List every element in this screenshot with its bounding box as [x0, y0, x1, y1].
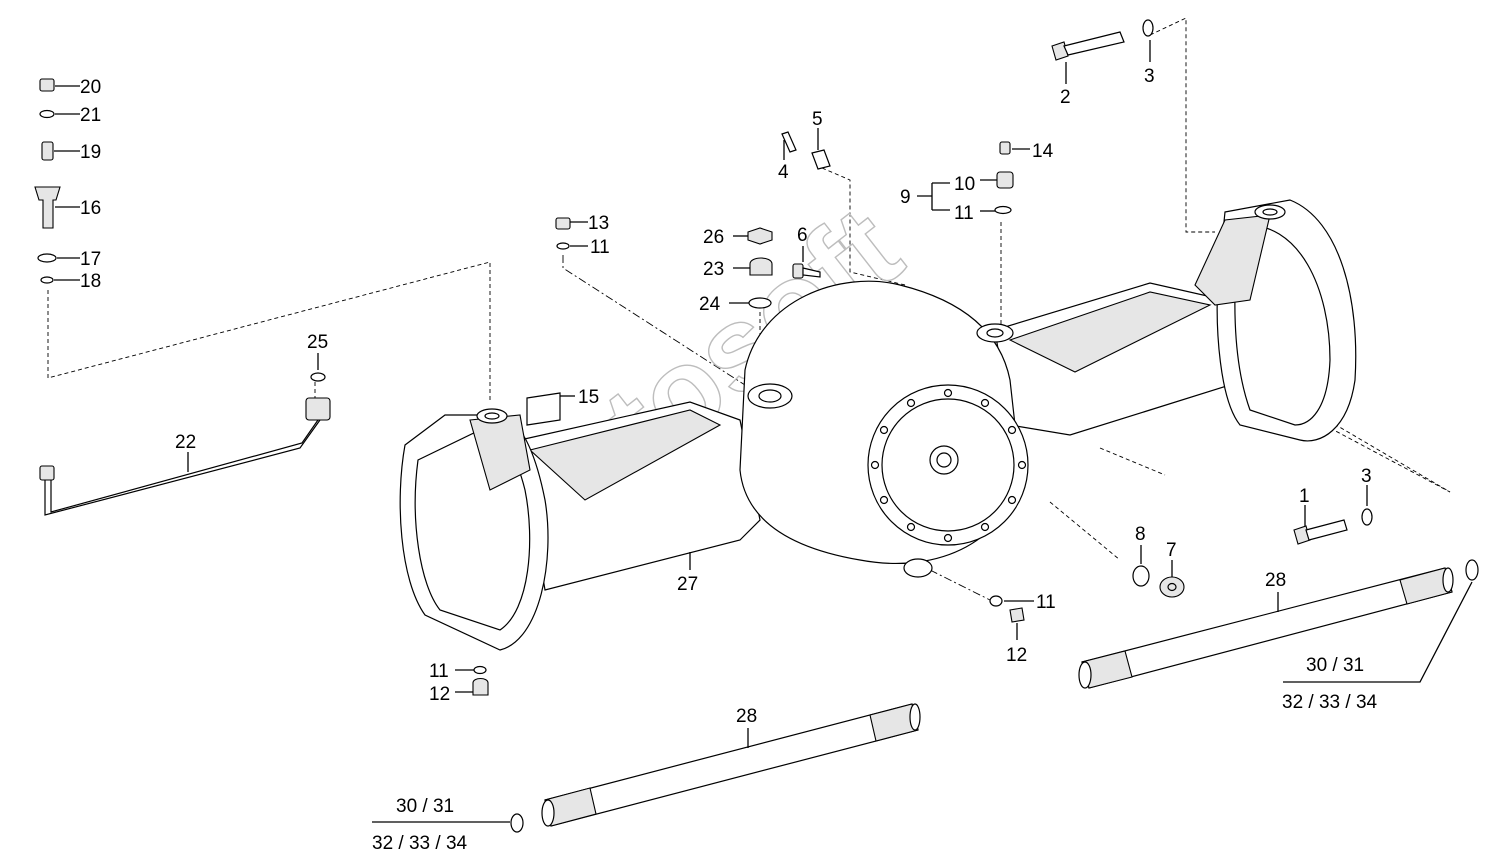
label-26: 26 [703, 227, 724, 248]
label-9: 9 [900, 187, 911, 208]
part-3-washer-b [1361, 485, 1373, 526]
label-18: 18 [80, 271, 101, 292]
label-12a: 12 [1006, 645, 1027, 666]
label-32-34-right: 32 / 33 / 34 [1282, 692, 1378, 713]
label-19: 19 [80, 142, 101, 163]
part-24-washer [729, 297, 772, 309]
label-30-31-right: 30 / 31 [1306, 655, 1364, 676]
part-19-fitting [41, 141, 80, 161]
label-21: 21 [80, 105, 101, 126]
part-20-plug [39, 78, 80, 92]
label-15: 15 [578, 387, 599, 408]
part-23-cap [733, 257, 773, 276]
label-22: 22 [175, 432, 196, 453]
part-11-seal-a [556, 242, 588, 250]
label-11c: 11 [1036, 592, 1056, 613]
part-4-pin [781, 131, 797, 160]
part-7-washer [1159, 560, 1185, 598]
label-14: 14 [1032, 141, 1054, 162]
part-14-plug [999, 141, 1030, 155]
label-11b: 11 [954, 203, 974, 224]
label-25: 25 [307, 332, 328, 353]
label-16: 16 [80, 198, 101, 219]
part-22-pipe [39, 397, 331, 516]
part-6-bolt [792, 246, 821, 279]
label-11d: 11 [429, 661, 449, 682]
part-13-plug [555, 217, 588, 230]
part-26-nut [733, 227, 773, 245]
label-6: 6 [797, 225, 808, 246]
label-28a: 28 [1265, 570, 1286, 591]
part-3-washer-a [1142, 19, 1154, 62]
part-28-shaft-bottom [510, 703, 921, 833]
label-27: 27 [677, 574, 698, 595]
label-13: 13 [588, 213, 609, 234]
label-32-34-bottom: 32 / 33 / 34 [372, 833, 468, 854]
part-labels: 20 21 19 16 17 18 25 22 15 13 11 26 23 2… [80, 66, 1378, 854]
part-1-bolt [1293, 505, 1348, 545]
label-5: 5 [812, 109, 823, 130]
part-2-bolt [1051, 31, 1125, 84]
part-16-breather [34, 186, 80, 229]
part-12-plug-b [455, 677, 489, 696]
part-25-washer [310, 353, 326, 382]
assembly-guide-lines [47, 17, 1451, 601]
label-4: 4 [778, 162, 789, 183]
part-21-oring [39, 109, 80, 119]
part-28-shaft-right [1078, 559, 1479, 689]
label-23: 23 [703, 259, 724, 280]
label-11a: 11 [590, 237, 610, 258]
part-10-valve [980, 171, 1014, 189]
label-30-31-bottom: 30 / 31 [396, 796, 454, 817]
part-18-ring [40, 276, 80, 284]
label-2: 2 [1060, 87, 1071, 108]
part-11-seal-b [980, 205, 1012, 215]
axle-housing [399, 199, 1357, 651]
label-1: 1 [1299, 486, 1310, 507]
label-12b: 12 [429, 684, 450, 705]
flange-bolts [870, 388, 1027, 543]
label-10: 10 [954, 174, 975, 195]
part-17-ring [37, 253, 80, 263]
part-11-seal-d [455, 665, 487, 675]
label-8: 8 [1135, 524, 1146, 545]
part-9-bracket [917, 182, 950, 211]
label-3b: 3 [1361, 466, 1372, 487]
part-12-plug-a [1009, 607, 1025, 640]
label-3a: 3 [1144, 66, 1155, 87]
label-20: 20 [80, 77, 101, 98]
part-15-plate [526, 392, 575, 426]
part-5-sleeve [811, 128, 831, 170]
label-28b: 28 [736, 706, 757, 727]
label-7: 7 [1166, 540, 1177, 561]
label-24: 24 [699, 294, 721, 315]
part-8-ring [1132, 545, 1150, 587]
callout-30-34-right [1283, 581, 1473, 683]
part-11-seal-c [989, 595, 1034, 607]
label-17: 17 [80, 249, 101, 270]
